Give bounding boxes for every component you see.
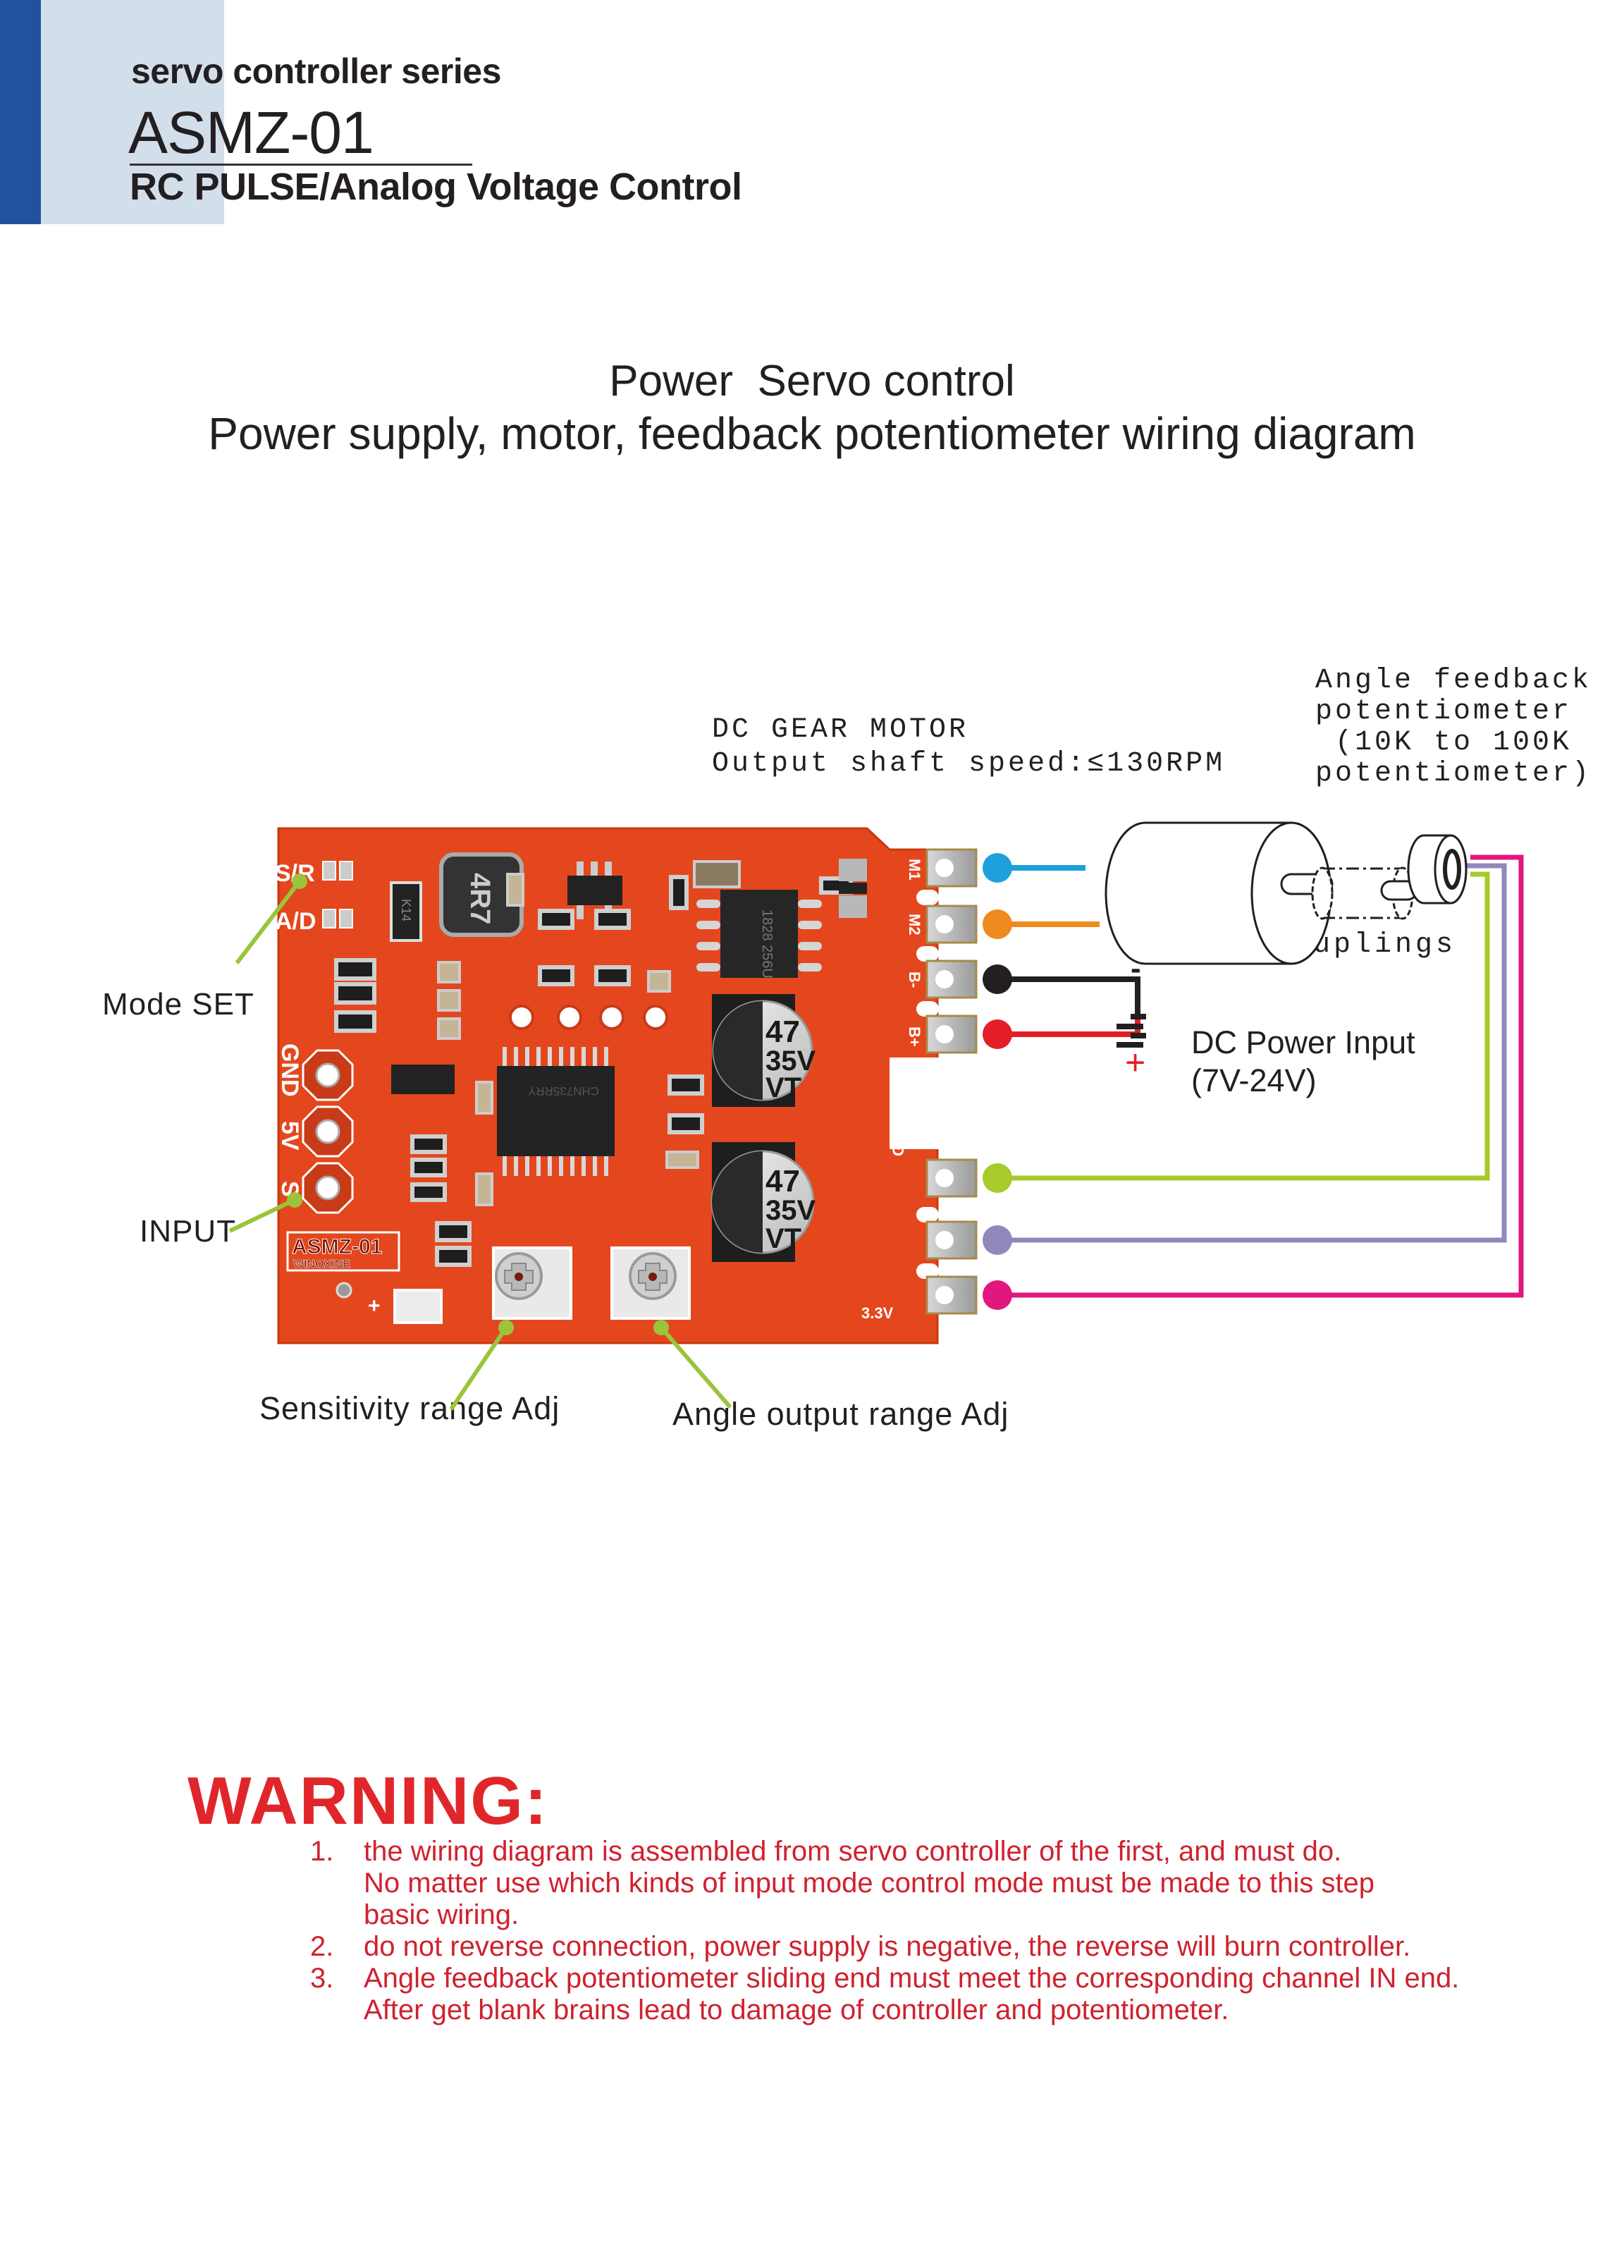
motor-label: DC GEAR MOTOR Output shaft speed:≤130RPM — [712, 714, 1226, 780]
dot-3v3 — [983, 1280, 1012, 1310]
dot-m2 — [983, 909, 1012, 939]
svg-text:35V: 35V — [765, 1046, 816, 1077]
mode-jumper-pads — [322, 861, 353, 928]
pin-gnd — [925, 1158, 978, 1198]
header-accent-strip — [0, 0, 41, 224]
callout-mode-set — [235, 880, 302, 964]
warning-number: 3. — [310, 1963, 334, 1994]
header-accent-box — [41, 0, 224, 224]
silk-m2: M2 — [906, 914, 923, 936]
power-input-title: DC Power Input — [1191, 1024, 1415, 1060]
silk-ad: A/D — [275, 908, 316, 935]
smd-resistors — [334, 860, 853, 1267]
sensitivity-adj-callout: Sensitivity range Adj — [259, 1390, 560, 1426]
callout-angle-output — [659, 1326, 732, 1409]
wire-gnd — [997, 871, 1490, 1181]
silk-5v: 5V — [276, 1121, 303, 1151]
svg-text:4R7: 4R7 — [465, 873, 496, 924]
status-led: + — [336, 1282, 443, 1324]
series-label: servo controller series — [131, 51, 501, 91]
pin-3v3 — [925, 1275, 978, 1315]
svg-text:35V: 35V — [765, 1195, 816, 1226]
svg-text:WINOXINE: WINOXINE — [293, 1258, 350, 1270]
warning-number: 2. — [310, 1931, 334, 1962]
diagram-subtitle: Power supply, motor, feedback potentiome… — [208, 408, 1416, 459]
capacitor-1: 47 35V VT — [712, 994, 816, 1107]
battery-plus-sign: + — [1125, 1043, 1145, 1082]
svg-text:+: + — [368, 1294, 381, 1318]
warning-text: After get blank brains lead to damage of… — [364, 1994, 1229, 2025]
sot-transistor — [391, 862, 622, 1094]
warning-number: 1. — [310, 1836, 334, 1867]
dot-b-plus — [983, 1019, 1012, 1049]
pin-b-plus — [925, 1015, 978, 1054]
warning-text: No matter use which kinds of input mode … — [364, 1868, 1375, 1899]
silk-3v3: 3.3V — [861, 1304, 894, 1322]
input-header — [302, 1049, 354, 1214]
warning-text: do not reverse connection, power supply … — [364, 1931, 1411, 1962]
capacitor-2: 47 35V VT — [710, 1142, 816, 1262]
pin-silkscreen-labels: M1 M2 B- B+ GND 3.3V — [861, 859, 923, 1322]
dot-in — [983, 1225, 1012, 1255]
motor-driver-ic: 1828 256U — [696, 890, 822, 979]
svg-text:K14: K14 — [399, 899, 413, 921]
dot-gnd — [983, 1163, 1012, 1193]
battery-symbol: - + — [1116, 951, 1146, 1082]
potentiometer-label: Angle feedback potentiometer (10K to 100… — [1315, 665, 1592, 790]
svg-text:47: 47 — [765, 1015, 800, 1049]
pin-m1 — [925, 848, 978, 888]
silk-gnd: GND — [890, 1122, 907, 1156]
dc-gear-motor — [1105, 821, 1468, 965]
silk-m1: M1 — [906, 859, 923, 881]
inductor: 4R7 — [439, 852, 524, 937]
wire-b-minus — [997, 976, 1140, 1015]
mcu-chip: CHN735RRY — [497, 1047, 615, 1176]
mode-set-callout: Mode SET — [102, 987, 254, 1022]
dot-b-minus — [983, 964, 1012, 994]
svg-text:VT: VT — [765, 1072, 801, 1103]
input-callout: INPUT — [140, 1214, 236, 1249]
diagram-title: Power Servo control — [609, 357, 1015, 405]
shunt-resistor — [839, 859, 867, 918]
right-pin-headers — [925, 848, 978, 1315]
pin-in — [925, 1220, 978, 1260]
warning-text: the wiring diagram is assembled from ser… — [364, 1836, 1342, 1867]
silk-b-minus: B- — [906, 971, 923, 988]
silk-b-plus: B+ — [906, 1026, 923, 1047]
svg-text:CHN735RRY: CHN735RRY — [528, 1084, 599, 1098]
pin-m2 — [925, 905, 978, 944]
model-title: ASMZ-01 — [128, 99, 374, 166]
callout-sensitivity — [449, 1326, 508, 1411]
board-name-badge: ASMZ-01 WINOXINE — [286, 1231, 400, 1272]
warning-item: 1. the wiring diagram is assembled from … — [310, 1836, 1459, 1931]
warning-list: 1. the wiring diagram is assembled from … — [310, 1836, 1459, 2026]
warning-item: 3. Angle feedback potentiometer sliding … — [310, 1963, 1459, 2026]
power-input-range: (7V-24V) — [1191, 1062, 1317, 1098]
angle-trimpot — [610, 1246, 691, 1320]
header-divider — [130, 164, 472, 166]
wire-in — [997, 863, 1507, 1243]
callout-input — [228, 1198, 296, 1233]
warning-text: Angle feedback potentiometer sliding end… — [364, 1963, 1460, 1994]
svg-text:VT: VT — [765, 1223, 801, 1254]
diode-k14: K14 — [390, 881, 422, 942]
silk-gnd-in: GND — [276, 1043, 303, 1097]
wire-3v3 — [997, 854, 1524, 1298]
warning-title: WARNING: — [187, 1763, 548, 1839]
pin-b-minus — [925, 960, 978, 999]
callout-lines — [228, 874, 732, 1411]
via-holes — [509, 1005, 668, 1030]
sensitivity-trimpot — [492, 1246, 572, 1320]
dot-m1 — [983, 853, 1012, 883]
wire-dots — [983, 853, 1012, 1310]
svg-text:1828 256U: 1828 256U — [759, 909, 775, 979]
control-type-subtitle: RC PULSE/Analog Voltage Control — [130, 166, 742, 208]
svg-text:ASMZ-01: ASMZ-01 — [292, 1235, 382, 1258]
warning-text: basic wiring. — [364, 1899, 519, 1930]
left-silkscreen: S/R A/D GND 5V S — [275, 860, 316, 1197]
power-input-label: DC Power Input (7V-24V) — [1191, 1024, 1415, 1100]
warning-item: 2. do not reverse connection, power supp… — [310, 1931, 1459, 1963]
svg-text:47: 47 — [765, 1164, 800, 1199]
